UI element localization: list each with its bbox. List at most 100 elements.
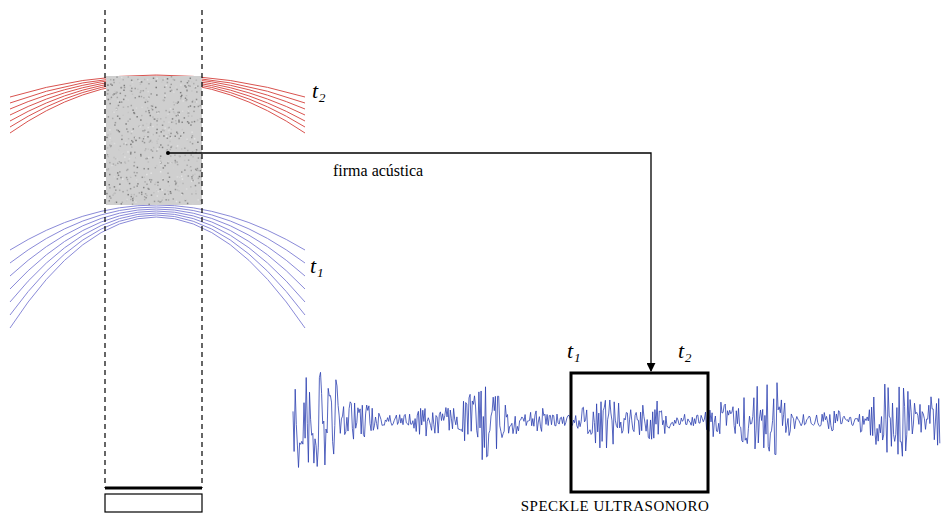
speckle-dot	[141, 194, 143, 196]
speckle-dot	[200, 200, 202, 202]
speckle-dot	[140, 80, 142, 82]
speckle-dot	[141, 98, 143, 100]
speckle-dot	[117, 178, 119, 180]
speckle-dot	[200, 118, 202, 120]
speckle-dot	[117, 115, 119, 117]
speckle-dot	[107, 156, 109, 158]
speckle-dot	[166, 150, 168, 152]
speckle-dot	[171, 162, 173, 164]
speckle-dot	[182, 110, 184, 112]
speckle-dot	[171, 122, 173, 124]
speckle-dot	[180, 136, 182, 138]
speckle-dot	[134, 168, 136, 170]
speckle-dot	[119, 101, 121, 103]
speckle-dot	[170, 155, 172, 157]
speckle-dot	[121, 203, 123, 205]
speckle-dot	[171, 86, 173, 88]
speckle-dot	[196, 99, 198, 101]
speckle-dot	[194, 174, 196, 176]
speckle-dot	[192, 135, 194, 137]
speckle-dot	[161, 81, 163, 83]
speckle-dot	[122, 96, 124, 98]
speckle-dot	[193, 83, 195, 85]
speckle-dot	[109, 196, 111, 198]
speckle-dot	[117, 97, 119, 99]
speckle-dot	[198, 157, 200, 159]
speckle-dot	[132, 81, 134, 83]
speckle-dot	[114, 193, 116, 195]
speckle-dot	[127, 169, 129, 171]
speckle-dot	[191, 193, 193, 195]
speckle-dot	[176, 89, 178, 91]
speckle-dot	[173, 198, 175, 200]
speckle-dot	[132, 203, 134, 205]
speckle-dot	[132, 93, 134, 95]
speckle-dot	[188, 85, 190, 87]
speckle-dot	[145, 131, 147, 133]
speckle-dot	[108, 87, 110, 89]
speckle-dot	[131, 196, 133, 198]
speckle-dot	[157, 144, 159, 146]
speckle-dot	[147, 107, 149, 109]
speckle-dot	[173, 112, 175, 114]
speckle-dot	[164, 97, 166, 99]
speckle-dot	[134, 137, 136, 139]
speckle-dot	[163, 129, 165, 131]
speckle-dot	[113, 193, 115, 195]
speckle-dot	[197, 168, 199, 170]
speckle-dot	[145, 99, 147, 101]
speckle-dot	[171, 162, 173, 164]
speckle-dot	[162, 99, 164, 101]
speckle-dot	[175, 184, 177, 186]
speckle-dot	[171, 146, 173, 148]
speckle-dot	[109, 93, 111, 95]
speckle-dot	[122, 153, 124, 155]
speckle-dot	[139, 126, 141, 128]
speckle-dot	[115, 158, 117, 160]
speckle-dot	[157, 143, 159, 145]
speckle-dot	[189, 122, 191, 124]
speckle-dot	[107, 181, 109, 183]
speckle-dot	[186, 188, 188, 190]
window-box	[571, 373, 708, 492]
speckle-dot	[133, 143, 135, 145]
speckle-dot	[127, 112, 128, 114]
speckle-dot	[110, 79, 112, 81]
speckle-dot	[140, 119, 142, 121]
speckle-dot	[168, 162, 170, 164]
speckle-dot	[122, 202, 124, 204]
speckle-dot	[135, 97, 137, 99]
speckle-dot	[146, 82, 148, 84]
speckle-dot	[148, 148, 150, 150]
speckle-dot	[107, 199, 109, 201]
speckle-dot	[133, 112, 135, 114]
speckle-dot	[150, 123, 152, 125]
wavefront-arc	[10, 211, 305, 289]
speckle-dot	[146, 174, 148, 176]
speckle-dot	[122, 191, 124, 193]
speckle-dot	[191, 176, 193, 178]
speckle-dot	[181, 132, 183, 134]
speckle-dot	[141, 138, 143, 140]
speckle-dot	[173, 167, 175, 169]
speckle-dot	[136, 185, 138, 187]
speckle-dot	[187, 113, 189, 115]
speckle-dot	[181, 175, 183, 177]
speckle-dot	[168, 134, 170, 136]
speckle-dot	[168, 194, 170, 196]
speckle-dot	[128, 76, 130, 78]
speckle-dot	[132, 109, 134, 111]
speckle-dot	[133, 128, 135, 130]
speckle-dot	[111, 165, 113, 167]
speckle-dot	[159, 162, 161, 164]
speckle-dot	[188, 122, 190, 124]
speckle-dot	[181, 122, 183, 124]
speckle-dot	[190, 105, 192, 107]
speckle-dot	[197, 121, 199, 123]
speckle-dot	[191, 131, 193, 133]
speckle-dot	[151, 108, 153, 110]
speckle-dot	[109, 140, 111, 142]
speckle-dot	[131, 194, 133, 196]
speckle-dot	[122, 178, 124, 180]
transducer	[105, 494, 202, 512]
